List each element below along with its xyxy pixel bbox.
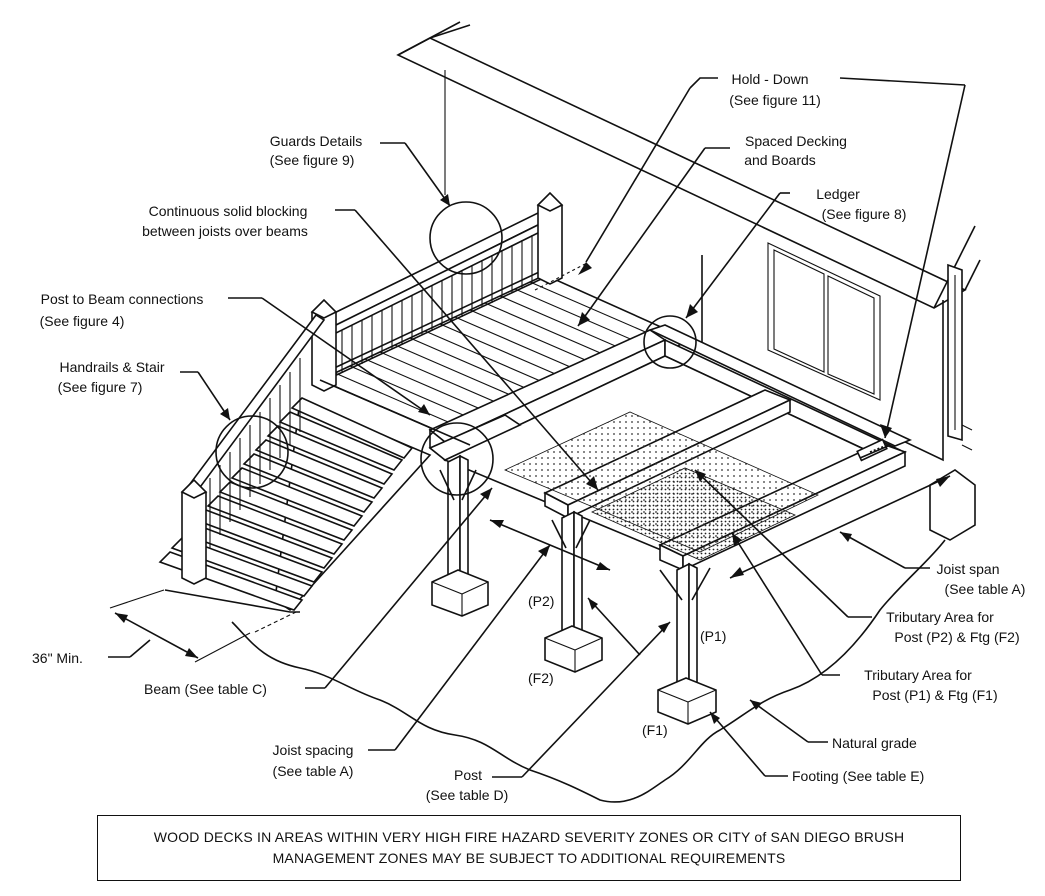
label-f2: (F2) [528, 670, 554, 686]
label-joist-spacing-2: (See table A) [273, 763, 354, 779]
label-post-2: (See table D) [426, 787, 508, 803]
leader-lines [108, 77, 966, 778]
label-ledger-1: Ledger [816, 186, 860, 202]
label-p1: (P1) [700, 628, 726, 644]
label-blocking-2: between joists over beams [142, 223, 308, 239]
label-handrails-1: Handrails & Stair [59, 359, 164, 375]
posts [439, 454, 711, 695]
ledger-board [647, 324, 913, 447]
handrail-detail-circle [215, 415, 289, 489]
label-spaced-decking-1: Spaced Decking [745, 133, 847, 149]
label-f1: (F1) [642, 722, 668, 738]
footing-f1 [657, 677, 717, 725]
label-trib-p1-1: Tributary Area for [864, 667, 972, 683]
label-guards-1: Guards Details [270, 133, 363, 149]
label-joist-span-2: (See table A) [945, 581, 1026, 597]
deck [318, 274, 913, 572]
notice-line-2: MANAGEMENT ZONES MAY BE SUBJECT TO ADDIT… [272, 850, 786, 866]
label-natural-grade: Natural grade [832, 735, 917, 751]
post-p1 [676, 562, 690, 695]
house-pier [929, 263, 976, 541]
footings [431, 569, 717, 725]
label-spaced-decking-2: and Boards [744, 152, 816, 168]
stair-newel-post [181, 485, 207, 585]
text-labels: Hold - Down (See figure 11) Spaced Decki… [32, 71, 1025, 803]
guardrail [310, 191, 564, 392]
label-beam: Beam (See table C) [144, 681, 267, 697]
notice-line-1: WOOD DECKS IN AREAS WITHIN VERY HIGH FIR… [153, 829, 905, 845]
house [396, 21, 981, 541]
label-handrails-2: (See figure 7) [58, 379, 143, 395]
natural-grade-line [231, 539, 946, 803]
ledger-detail-circle [643, 315, 697, 369]
label-hold-down-1: Hold - Down [731, 71, 808, 87]
house-roof-eave [396, 37, 967, 309]
fire-zone-notice-text: WOOD DECKS IN AREAS WITHIN VERY HIGH FIR… [154, 827, 905, 869]
fire-zone-notice-box: WOOD DECKS IN AREAS WITHIN VERY HIGH FIR… [97, 815, 961, 881]
label-blocking-1: Continuous solid blocking [149, 203, 308, 219]
guards-detail-circle [429, 201, 503, 275]
label-ledger-2: (See figure 8) [822, 206, 907, 222]
label-post-1: Post [454, 767, 482, 783]
label-36-min: 36" Min. [32, 650, 83, 666]
sliding-door [767, 242, 881, 401]
label-footing: Footing (See table E) [792, 768, 924, 784]
label-joist-spacing-1: Joist spacing [273, 742, 354, 758]
tributary-area-p1 [591, 467, 796, 561]
post-left [447, 454, 461, 586]
label-trib-p1-2: Post (P1) & Ftg (F1) [872, 687, 997, 703]
post-p2 [561, 510, 575, 643]
label-post-beam-1: Post to Beam connections [41, 291, 204, 307]
label-trib-p2-1: Tributary Area for [886, 609, 994, 625]
label-guards-2: (See figure 9) [270, 152, 355, 168]
label-hold-down-2: (See figure 11) [729, 92, 821, 108]
label-joist-span-1: Joist span [936, 561, 999, 577]
label-trib-p2-2: Post (P2) & Ftg (F2) [894, 629, 1019, 645]
label-p2: (P2) [528, 593, 554, 609]
post-beam-detail-circle [420, 422, 494, 496]
stair [158, 313, 471, 633]
label-post-beam-2: (See figure 4) [40, 313, 125, 329]
